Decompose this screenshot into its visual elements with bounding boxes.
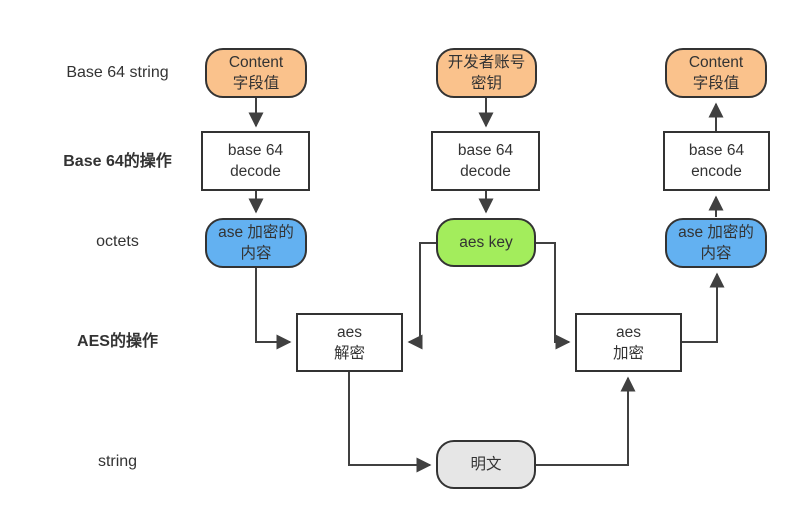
arrow-aeskey-to-aes-decrypt <box>407 242 436 350</box>
row-label-aes-operation: AES的操作 <box>77 333 158 350</box>
row-label-base64-operation: Base 64的操作 <box>63 153 172 170</box>
arrow-aeskey-to-aes-encrypt <box>536 242 571 350</box>
node-base64-encode: base 64 encode <box>663 131 770 191</box>
node-content-field-input: Content 字段值 <box>205 48 307 98</box>
arrow-aes-encrypt-to-encrypted-right <box>682 272 725 343</box>
node-aes-decrypt: aes 解密 <box>296 313 403 372</box>
node-developer-account-key: 开发者账号 密钥 <box>436 48 537 98</box>
node-plaintext: 明文 <box>436 440 536 489</box>
node-content-field-output: Content 字段值 <box>665 48 767 98</box>
node-base64-decode-left: base 64 decode <box>201 131 310 191</box>
arrow-encrypted-left-to-aes-decrypt <box>255 268 292 350</box>
node-encrypted-content-right: ase 加密的 内容 <box>665 218 767 268</box>
row-label-string: string <box>97 453 138 470</box>
arrow-aes-decrypt-to-plaintext <box>348 372 432 473</box>
node-aes-encrypt: aes 加密 <box>575 313 682 372</box>
node-base64-decode-middle: base 64 decode <box>431 131 540 191</box>
row-label-base64-string: Base 64 string <box>66 64 169 81</box>
node-aes-key: aes key <box>436 218 536 267</box>
node-encrypted-content-left: ase 加密的 内容 <box>205 218 307 268</box>
arrow-plaintext-to-aes-encrypt <box>536 376 636 466</box>
row-label-octets: octets <box>96 233 139 250</box>
